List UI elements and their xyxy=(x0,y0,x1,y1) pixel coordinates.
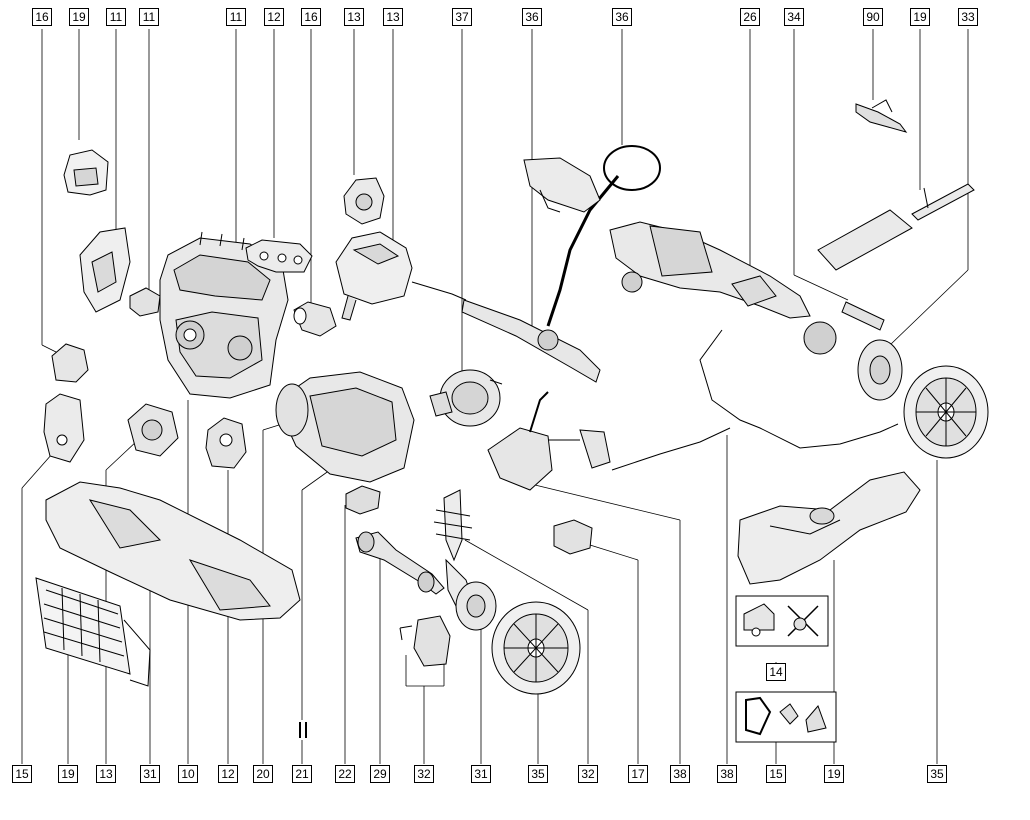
callout-16[interactable]: 16 xyxy=(32,8,52,26)
engine-mount-left xyxy=(51,343,89,383)
callout-38[interactable]: 38 xyxy=(717,765,737,783)
callout-34[interactable]: 34 xyxy=(784,8,804,26)
callout-11[interactable]: 11 xyxy=(139,8,159,26)
callout-11[interactable]: 11 xyxy=(226,8,246,26)
front-brake-disc xyxy=(455,581,497,631)
callout-33[interactable]: 33 xyxy=(958,8,978,26)
brake-booster xyxy=(429,369,503,427)
inset-towing-panel xyxy=(735,595,829,647)
brake-pads xyxy=(399,615,451,667)
jack xyxy=(855,99,908,133)
callout-20[interactable]: 20 xyxy=(253,765,273,783)
callout-19[interactable]: 19 xyxy=(824,765,844,783)
callout-16[interactable]: 16 xyxy=(301,8,321,26)
gear-lever-assembly xyxy=(487,391,611,491)
callout-11[interactable]: 11 xyxy=(106,8,126,26)
rear-brake-disc xyxy=(857,339,903,401)
callout-19[interactable]: 19 xyxy=(58,765,78,783)
starter-motor xyxy=(293,301,337,337)
gearbox xyxy=(275,371,415,483)
callout-22[interactable]: 22 xyxy=(335,765,355,783)
fastener-symbol xyxy=(299,722,307,738)
sensor-part xyxy=(129,287,161,317)
callout-35[interactable]: 35 xyxy=(528,765,548,783)
callout-13[interactable]: 13 xyxy=(96,765,116,783)
callout-32[interactable]: 32 xyxy=(578,765,598,783)
front-wheel xyxy=(491,601,581,695)
drive-shaft xyxy=(841,301,885,331)
fuel-tank xyxy=(737,471,921,585)
exhaust-silencer xyxy=(817,183,975,271)
gearbox-mount xyxy=(205,417,247,469)
callout-12[interactable]: 12 xyxy=(218,765,238,783)
electronic-module xyxy=(553,519,593,555)
callout-13[interactable]: 13 xyxy=(383,8,403,26)
rear-wheel xyxy=(903,365,989,459)
radiator xyxy=(35,577,151,687)
subframe xyxy=(45,481,301,621)
callout-26[interactable]: 26 xyxy=(740,8,760,26)
callout-37[interactable]: 37 xyxy=(452,8,472,26)
alternator xyxy=(127,403,179,457)
callout-15[interactable]: 15 xyxy=(12,765,32,783)
callout-10[interactable]: 10 xyxy=(178,765,198,783)
callout-12[interactable]: 12 xyxy=(264,8,284,26)
callout-29[interactable]: 29 xyxy=(370,765,390,783)
callout-21[interactable]: 21 xyxy=(292,765,312,783)
callout-14[interactable]: 14 xyxy=(766,663,786,681)
callout-38[interactable]: 38 xyxy=(670,765,690,783)
callout-36[interactable]: 36 xyxy=(612,8,632,26)
callout-17[interactable]: 17 xyxy=(628,765,648,783)
callout-35[interactable]: 35 xyxy=(927,765,947,783)
callout-19[interactable]: 19 xyxy=(69,8,89,26)
engine-block xyxy=(159,231,289,399)
engine-mount-upper xyxy=(63,149,109,196)
callout-90[interactable]: 90 xyxy=(863,8,883,26)
control-unit xyxy=(345,485,381,515)
callout-31[interactable]: 31 xyxy=(471,765,491,783)
air-filter-box xyxy=(335,231,467,321)
rear-axle xyxy=(609,221,837,355)
steering-rack xyxy=(461,299,601,383)
mount-bracket xyxy=(43,393,85,463)
callout-15[interactable]: 15 xyxy=(766,765,786,783)
callout-19[interactable]: 19 xyxy=(910,8,930,26)
front-driveshaft xyxy=(355,531,445,595)
callout-31[interactable]: 31 xyxy=(140,765,160,783)
callout-13[interactable]: 13 xyxy=(344,8,364,26)
steering-column xyxy=(523,145,661,327)
callout-32[interactable]: 32 xyxy=(414,765,434,783)
handbrake-cable xyxy=(611,329,899,471)
callout-36[interactable]: 36 xyxy=(522,8,542,26)
timing-cover xyxy=(79,227,131,313)
turbo-actuator xyxy=(343,177,385,225)
inset-timing-kit xyxy=(735,691,837,743)
exhaust-manifold xyxy=(245,239,313,273)
